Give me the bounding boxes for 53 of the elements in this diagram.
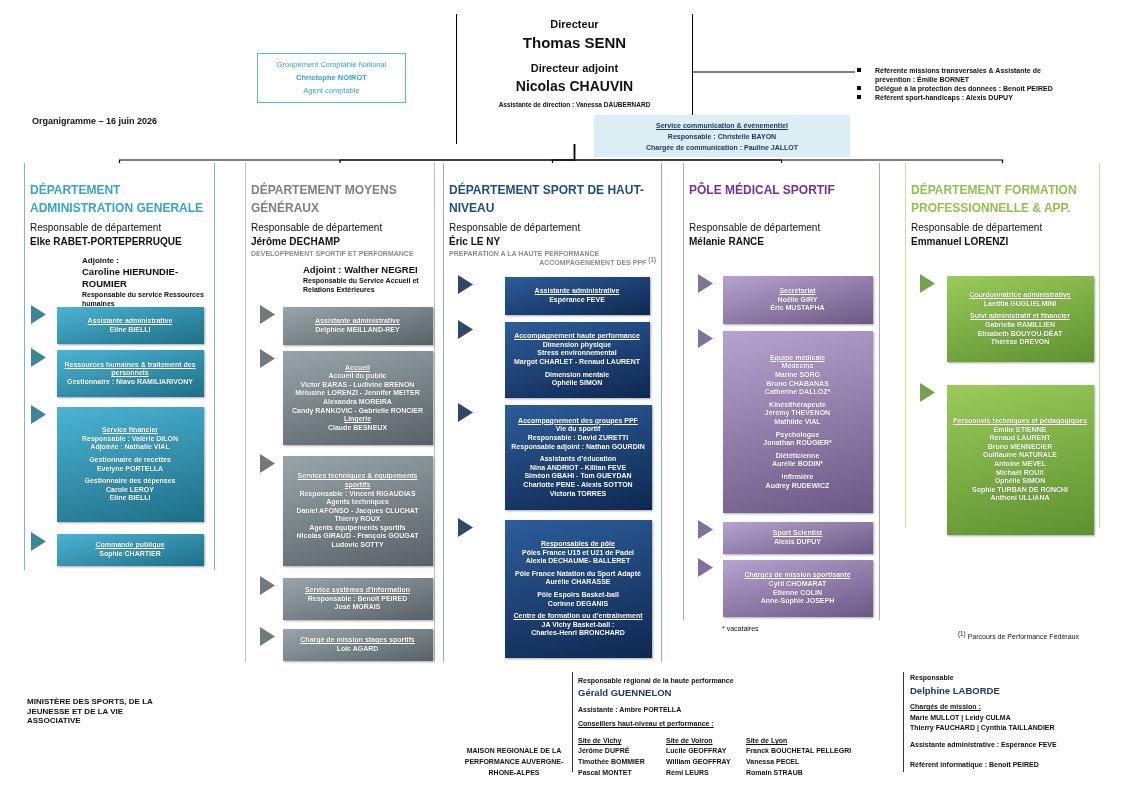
name-text: Delphine LABORDE (910, 685, 1000, 697)
connector-line (692, 71, 856, 73)
team-box (504, 322, 650, 398)
role-text: Responsable de département (689, 221, 822, 235)
team-box (56, 534, 204, 566)
role-text: Directeur adjoint (529, 61, 620, 76)
role-text: Responsable de département (251, 221, 384, 235)
name-text: Adjoint : Walther NEGREI (303, 264, 419, 276)
organisation-name: MINISTÈRE DES SPORTS, DE LA JEUNESSE ET DE LA VIE ASSOCIATIVE (27, 697, 154, 726)
department-title: PÔLE MÉDICAL SPORTIF (689, 181, 836, 199)
chart-title: Organigramme – 16 juin 2026 (32, 117, 158, 126)
team-box (282, 351, 433, 445)
role-text: Directeur (549, 17, 600, 32)
role-text: Responsable de département (911, 221, 1044, 235)
team-box (722, 331, 873, 513)
name-text: Éric LE NY (449, 235, 502, 249)
team-box (56, 307, 204, 344)
team-box (282, 307, 433, 345)
role-text: Responsable de département (449, 221, 582, 235)
department-title: DÉPARTEMENT SPORT DE HAUT-NIVEAU (449, 181, 646, 217)
connector-line (573, 143, 1004, 164)
team-box (946, 276, 1094, 362)
info-box (594, 115, 850, 157)
team-box (504, 405, 652, 510)
department-panel (683, 163, 880, 620)
team-box (504, 277, 650, 315)
name-text: Thomas SENN (521, 33, 628, 53)
department-title: DÉPARTEMENT FORMATION PROFESSIONNELLE & APP. (911, 181, 1078, 217)
team-box (504, 520, 652, 658)
name-text: Nicolas CHAUVIN (514, 77, 635, 96)
role-text: Responsable de département (30, 221, 163, 235)
name-text: Mélanie RANCE (689, 235, 765, 249)
department-panel (24, 163, 215, 570)
team-box (282, 578, 433, 620)
name-text: Jérôme DECHAMP (251, 235, 341, 249)
team-box (56, 350, 204, 397)
team-box (946, 385, 1094, 535)
team-box (56, 407, 204, 522)
team-box (722, 276, 873, 324)
name-text: Emmanuel LORENZI (911, 235, 1010, 249)
department-title: DÉPARTEMENT ADMINISTRATION GENERALE (30, 181, 205, 217)
name-text: Gérald GUENNELON (578, 687, 672, 699)
team-box (722, 560, 873, 617)
team-box (282, 629, 433, 661)
department-title: DÉPARTEMENT MOYENS GÉNÉRAUX (251, 181, 398, 217)
info-box (257, 53, 406, 103)
department-panel (245, 163, 435, 662)
role-text: Adjointe : (82, 255, 120, 266)
team-box (722, 522, 873, 554)
department-panel (443, 163, 662, 662)
team-box (282, 456, 433, 566)
name-text: Elke RABET-PORTEPERRUQUE (30, 235, 183, 249)
name-text: Caroline HIERUNDIE-ROUMIER (82, 266, 180, 290)
